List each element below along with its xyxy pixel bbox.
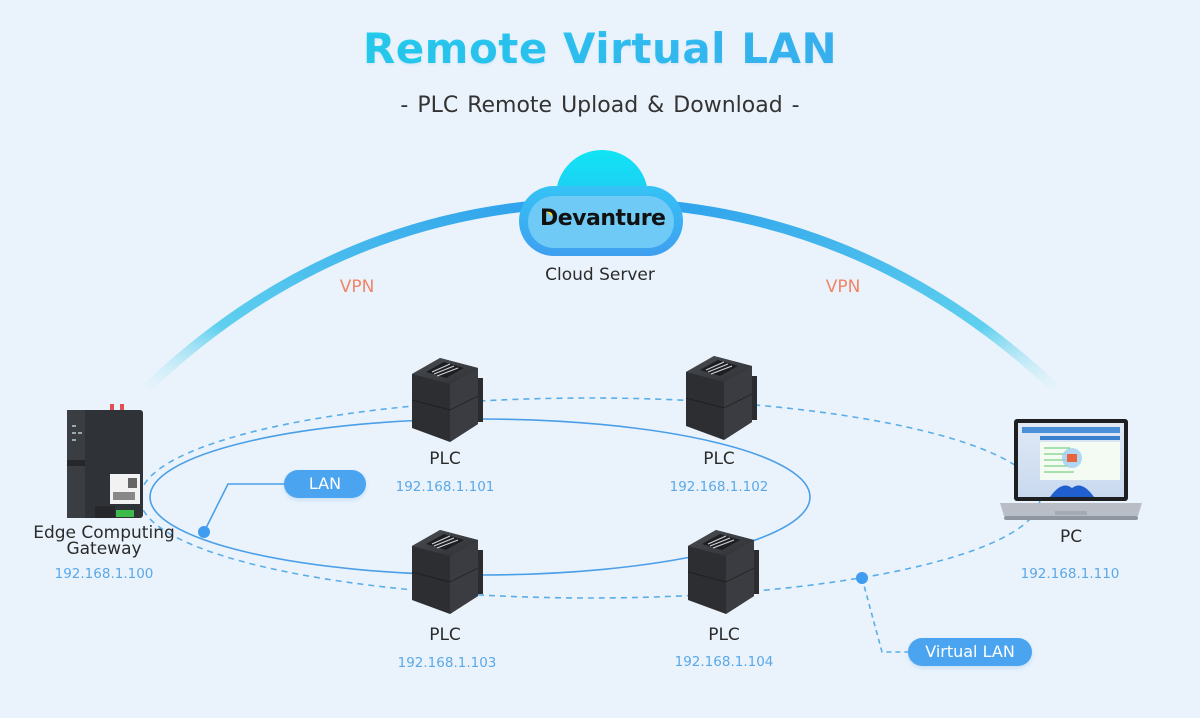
gateway-ip: 192.168.1.100 (54, 566, 154, 582)
plc-icon-2 (685, 355, 758, 441)
page-subtitle: - PLC Remote Upload & Download - (400, 93, 800, 118)
plc-2-name: PLC (703, 449, 735, 469)
plc-4-name: PLC (708, 625, 740, 645)
plc-icon-4 (687, 529, 760, 615)
virtual-lan-node-dot (856, 572, 868, 584)
gateway-name-line1: Edge Computing (33, 523, 175, 543)
lan-node-dot (198, 526, 210, 538)
vpn-label-left: VPN (339, 277, 375, 297)
plc-1-name: PLC (429, 449, 461, 469)
plc-3-ip: 192.168.1.103 (397, 655, 497, 671)
plc-icon-1 (411, 357, 484, 443)
plc-3-name: PLC (429, 625, 461, 645)
plc-4-ip: 192.168.1.104 (674, 654, 774, 670)
gateway-device-icon (67, 404, 143, 518)
pc-ip: 192.168.1.110 (1020, 566, 1120, 582)
virtual-lan-connector-line (861, 577, 908, 653)
virtual-lan-ring (139, 397, 1041, 599)
laptop-pc-icon (1000, 419, 1142, 520)
plc-2-ip: 192.168.1.102 (669, 479, 769, 495)
lan-connector-line (203, 483, 284, 533)
cloud-brand-logo: Devanture (540, 206, 666, 231)
vpn-arc-right (655, 200, 1057, 390)
page-title: Remote Virtual LAN (0, 24, 1200, 73)
plc-icon-3 (411, 529, 484, 615)
vpn-label-right: VPN (825, 277, 861, 297)
lan-badge: LAN (284, 470, 366, 498)
virtual-lan-badge: Virtual LAN (908, 638, 1032, 666)
vpn-arc-left (145, 200, 545, 390)
cloud-server-label: Cloud Server (545, 265, 655, 285)
gateway-name-line2: Gateway (66, 539, 142, 559)
cloud-icon (519, 150, 683, 256)
plc-1-ip: 192.168.1.101 (395, 479, 495, 495)
pc-name: PC (1059, 527, 1083, 547)
